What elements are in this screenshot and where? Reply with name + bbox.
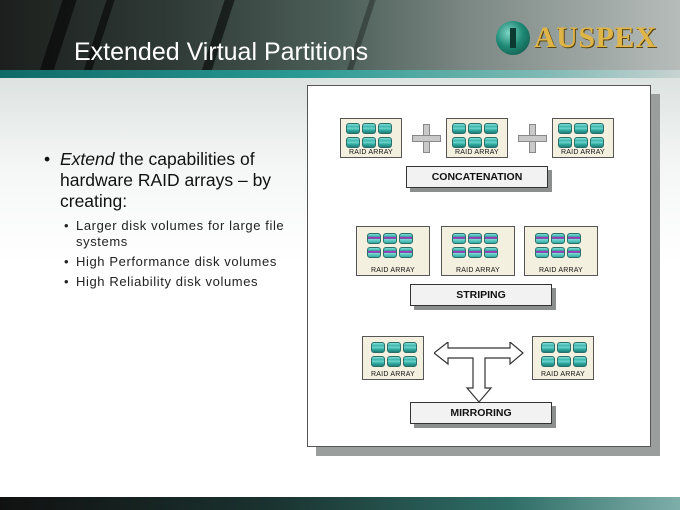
mirror-arrow-icon [434,342,524,403]
raid-array: RAID ARRAY [552,118,614,158]
sub-bullet: • High Reliability disk volumes [64,274,302,290]
sub-bullet: • High Performance disk volumes [64,254,302,270]
raid-array: RAID ARRAY [362,336,424,380]
logo-wordmark: AUSPEX [534,21,658,54]
concatenation-label: CONCATENATION [406,166,548,188]
bullet-dot: • [44,149,51,169]
striping-label: STRIPING [410,284,552,306]
header-stripe [30,0,80,78]
slide-footer [0,497,680,510]
raid-array-label: RAID ARRAY [539,267,583,274]
sub-bullet: • Larger disk volumes for large file sys… [64,218,302,250]
sub-bullet-text: High Reliability disk volumes [76,274,259,289]
raid-array-label: RAID ARRAY [455,149,499,156]
bullet-list: • Extend the capabilities of hardware RA… [44,149,302,294]
raid-array-label: RAID ARRAY [349,149,393,156]
sub-bullet-list: • Larger disk volumes for large file sys… [64,218,302,290]
header-accent [0,70,680,78]
raid-array: RAID ARRAY [446,118,508,158]
raid-array: RAID ARRAY [356,226,430,276]
raid-array: RAID ARRAY [532,336,594,380]
company-logo: AUSPEX [496,20,657,56]
main-bullet: • Extend the capabilities of hardware RA… [44,149,302,212]
raid-array: RAID ARRAY [340,118,402,158]
raid-array-label: RAID ARRAY [371,267,415,274]
raid-array-label: RAID ARRAY [456,267,500,274]
plus-icon [518,124,547,153]
raid-array-label: RAID ARRAY [371,371,415,378]
main-bullet-text: the capabilities of hardware RAID arrays… [60,149,272,211]
raid-array-label: RAID ARRAY [561,149,605,156]
slide-header: Extended Virtual Partitions AUSPEX [0,0,680,78]
raid-array-label: RAID ARRAY [541,371,585,378]
mirroring-label: MIRRORING [410,402,552,424]
raid-array: RAID ARRAY [524,226,598,276]
plus-icon [412,124,441,153]
slide-title: Extended Virtual Partitions [74,38,369,66]
globe-icon [496,21,530,55]
bullet-dot: • [64,218,70,233]
sub-bullet-text: Larger disk volumes for large file syste… [76,218,285,249]
bullet-dot: • [64,254,70,269]
sub-bullet-text: High Performance disk volumes [76,254,277,269]
bullet-dot: • [64,274,70,289]
main-bullet-emphasis: Extend [60,149,115,169]
raid-array: RAID ARRAY [441,226,515,276]
raid-diagram: RAID ARRAY RAID ARRAY RAID ARRAY CONCATE… [307,85,651,447]
